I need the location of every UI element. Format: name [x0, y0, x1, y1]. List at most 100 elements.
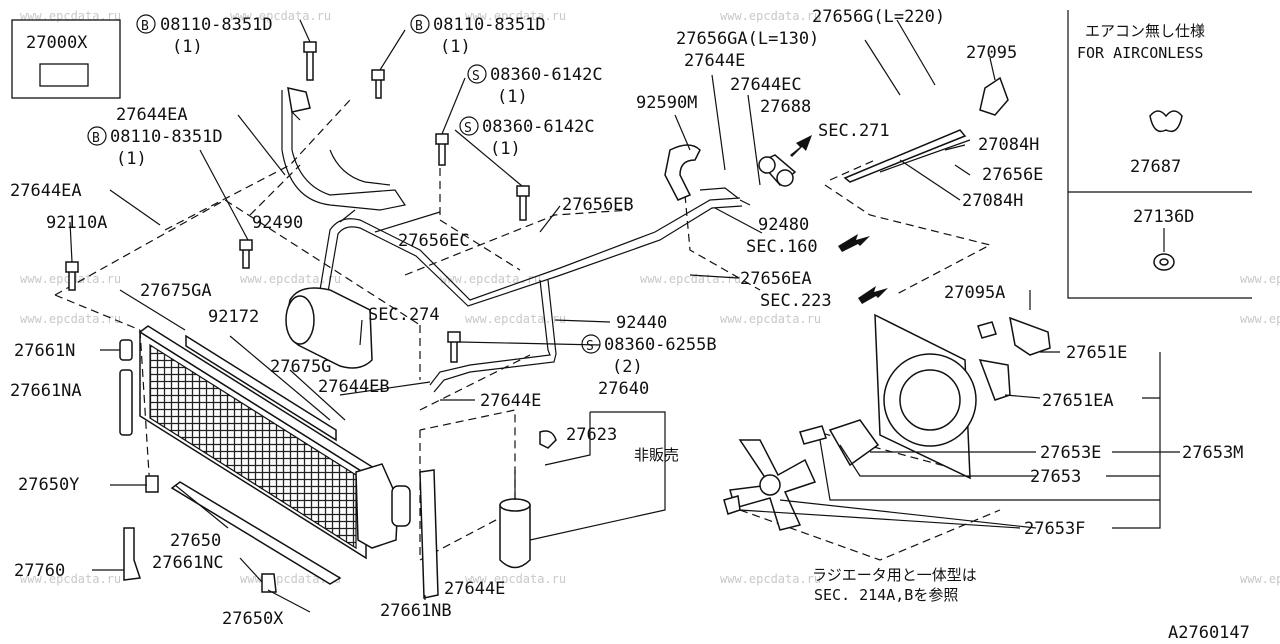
- label-92172[interactable]: 92172: [208, 307, 259, 327]
- note-not-for-sale: 非販売: [634, 446, 679, 464]
- watermark: www.epcdata.ru: [465, 312, 566, 326]
- watermark: www.epcdata.ru: [1240, 572, 1280, 586]
- airconless-title-en: FOR AIRCONLESS: [1077, 44, 1203, 62]
- label-92490[interactable]: 92490: [252, 213, 303, 233]
- label-27644E[interactable]: 27644E: [684, 51, 745, 71]
- label-27644E[interactable]: 27644E: [444, 579, 505, 599]
- bolt-marker-b: B: [415, 19, 423, 34]
- bolt-marker-s: S: [586, 339, 594, 354]
- watermark: www.epcdata.ru: [465, 572, 566, 586]
- label-27650[interactable]: 27650: [170, 531, 221, 551]
- label-27656EA[interactable]: 27656EA: [740, 269, 812, 289]
- part-labels: 08110-8351D (1) 08110-8351D (1) 08110-83…: [10, 7, 1243, 629]
- seals: [119, 339, 557, 599]
- label-27656GA[interactable]: 27656GA(L=130): [676, 29, 819, 49]
- watermark: www.epcdata.ru: [720, 572, 821, 586]
- label-27084H[interactable]: 27084H: [962, 191, 1023, 211]
- label-27644EA[interactable]: 27644EA: [116, 105, 188, 125]
- label-27084H[interactable]: 27084H: [978, 135, 1039, 155]
- watermark: www.epcdata.ru: [20, 312, 121, 326]
- label-92110A[interactable]: 92110A: [46, 213, 107, 233]
- label-27688[interactable]: 27688: [760, 97, 811, 117]
- label-qty: (1): [116, 149, 147, 169]
- label-08360-6142C[interactable]: 08360-6142C: [490, 65, 603, 85]
- label-92480[interactable]: 92480: [758, 215, 809, 235]
- label-27644EC[interactable]: 27644EC: [730, 75, 802, 95]
- label-27656EC[interactable]: 27656EC: [398, 231, 470, 251]
- label-08110-8351D[interactable]: 08110-8351D: [160, 15, 273, 35]
- label-qty: (1): [497, 87, 528, 107]
- piping: [281, 76, 1009, 393]
- label-27640[interactable]: 27640: [598, 379, 649, 399]
- watermark: www.epcdata.ru: [720, 312, 821, 326]
- airconless-box: エアコン無し仕様 FOR AIRCONLESS 27687 27136D: [1067, 10, 1252, 299]
- label-27644EA[interactable]: 27644EA: [10, 181, 82, 201]
- label-08110-8351D[interactable]: 08110-8351D: [433, 15, 546, 35]
- label-27651EA[interactable]: 27651EA: [1042, 391, 1114, 411]
- label-qty: (2): [612, 357, 643, 377]
- label-27661NB[interactable]: 27661NB: [380, 601, 452, 621]
- label-qty: (1): [490, 139, 521, 159]
- label-27650X[interactable]: 27650X: [222, 609, 284, 629]
- receiver-drier-92172: [285, 287, 373, 369]
- dashed-layout: [54, 99, 1001, 561]
- label-08360-6255B[interactable]: 08360-6255B: [604, 335, 717, 355]
- part-27136D-shape: [1153, 228, 1175, 271]
- label-27656G[interactable]: 27656G(L=220): [812, 7, 945, 27]
- section-ref-223[interactable]: SEC.223: [760, 291, 832, 311]
- watermark: www.epcdata.ru: [440, 272, 541, 286]
- label-27656EB[interactable]: 27656EB: [562, 195, 634, 215]
- label-27653F[interactable]: 27653F: [1024, 519, 1085, 539]
- watermark: www.epcdata.ru: [230, 9, 331, 23]
- label-92440[interactable]: 92440: [616, 313, 667, 333]
- label-27656E[interactable]: 27656E: [982, 165, 1043, 185]
- section-ref-160[interactable]: SEC.160: [746, 237, 818, 257]
- label-27623[interactable]: 27623: [566, 425, 617, 445]
- label-27095[interactable]: 27095: [966, 43, 1017, 63]
- bolt-marker-s: S: [464, 121, 472, 136]
- label-27136D[interactable]: 27136D: [1133, 207, 1194, 227]
- fan-27653: [723, 419, 880, 531]
- label-27651E[interactable]: 27651E: [1066, 343, 1127, 363]
- bolt-markers: B B B S S S: [87, 14, 601, 354]
- airconless-title-jp: エアコン無し仕様: [1085, 22, 1205, 40]
- part-27687-shape: [1149, 110, 1183, 133]
- label-27760[interactable]: 27760: [14, 561, 65, 581]
- bolt-marker-b: B: [92, 131, 100, 146]
- label-27687[interactable]: 27687: [1130, 157, 1181, 177]
- note-radiator-line1: ラジエータ用と一体型は: [812, 566, 977, 584]
- label-27661N[interactable]: 27661N: [14, 341, 75, 361]
- section-ref-271[interactable]: SEC.271: [818, 121, 890, 141]
- label-08110-8351D[interactable]: 08110-8351D: [110, 127, 223, 147]
- section-ref-274[interactable]: SEC.274: [368, 305, 440, 325]
- label-27095A[interactable]: 27095A: [944, 283, 1005, 303]
- label-27653E[interactable]: 27653E: [1040, 443, 1101, 463]
- label-27644E[interactable]: 27644E: [480, 391, 541, 411]
- watermark: www.epcdata.ru: [720, 9, 821, 23]
- watermark: www.epcdata.ru: [1240, 272, 1280, 286]
- label-08360-6142C[interactable]: 08360-6142C: [482, 117, 595, 137]
- watermark: www.epcdata.ru: [465, 9, 566, 23]
- label-qty: (1): [440, 37, 471, 57]
- label-27675G[interactable]: 27675G: [270, 357, 331, 377]
- label-27650Y[interactable]: 27650Y: [18, 475, 79, 495]
- section-arrows: [790, 135, 888, 304]
- label-27661NA[interactable]: 27661NA: [10, 381, 82, 401]
- label-27000X[interactable]: 27000X: [26, 33, 88, 53]
- note-radiator-line2: SEC. 214A,Bを参照: [814, 586, 958, 604]
- label-27653[interactable]: 27653: [1030, 467, 1081, 487]
- label-27644EB[interactable]: 27644EB: [318, 377, 390, 397]
- receiver-27640: [499, 470, 531, 569]
- watermark: www.epcdata.ru: [1240, 312, 1280, 326]
- fan-shroud: [874, 313, 1051, 480]
- bolt-marker-s: S: [472, 69, 480, 84]
- label-27653M[interactable]: 27653M: [1182, 443, 1243, 463]
- label-92590M[interactable]: 92590M: [636, 93, 697, 113]
- diagram-code: A2760147: [1168, 623, 1250, 640]
- label-27661NC[interactable]: 27661NC: [152, 553, 224, 573]
- notes: ラジエータ用と一体型は SEC. 214A,Bを参照 A2760147: [812, 566, 1250, 643]
- label-27675GA[interactable]: 27675GA: [140, 281, 212, 301]
- bolts: [65, 41, 997, 363]
